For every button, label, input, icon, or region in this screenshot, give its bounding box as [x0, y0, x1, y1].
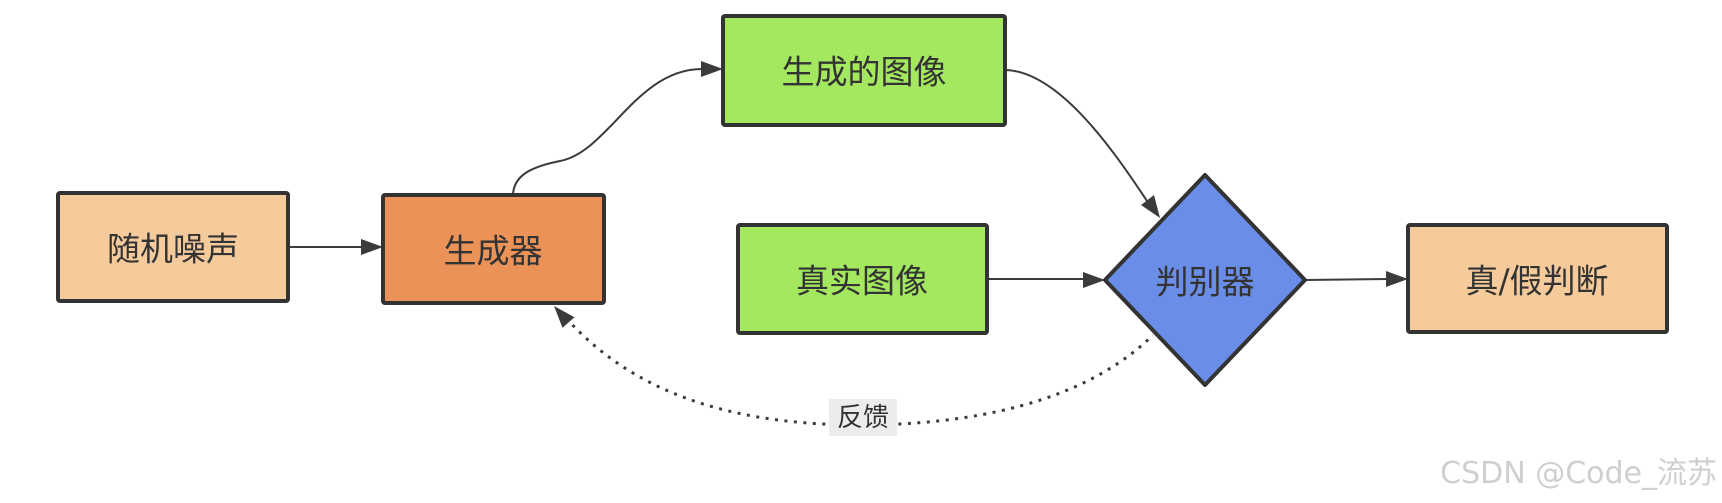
real-image-label: 真实图像	[796, 262, 928, 301]
edge-generated-image-to-discriminator	[1004, 69, 1148, 202]
noise-box	[56, 191, 290, 303]
edge-discriminator-to-judgment	[1304, 278, 1389, 281]
arrowhead-icon	[1386, 271, 1408, 287]
feedback-label-bg	[829, 399, 897, 436]
edge-generator-to-generated-image	[512, 68, 702, 197]
arrowhead-icon	[361, 239, 383, 255]
generator-label: 生成器	[444, 232, 543, 271]
generated-image-node: 生成的图像	[721, 14, 1007, 127]
discriminator-diamond	[1103, 173, 1307, 387]
judgment-box	[1406, 223, 1669, 334]
edge-feedback-dotted	[564, 316, 1155, 427]
arrowhead-icon	[554, 306, 575, 328]
csdn-watermark: CSDN @Code_流苏	[1440, 456, 1717, 491]
feedback-edge-label: 反馈	[829, 399, 897, 436]
generated-image-label: 生成的图像	[782, 53, 947, 92]
noise-label: 随机噪声	[107, 230, 239, 269]
noise-node: 随机噪声	[56, 191, 290, 303]
discriminator-node: 判别器	[1103, 173, 1307, 387]
generator-node: 生成器	[381, 193, 606, 305]
generator-box	[381, 193, 606, 305]
judgment-node: 真/假判断	[1406, 223, 1669, 334]
real-image-node: 真实图像	[736, 223, 989, 335]
generated-image-box	[721, 14, 1007, 127]
arrowhead-icon	[1141, 195, 1160, 218]
arrowhead-icon	[1083, 272, 1105, 288]
real-image-box	[736, 223, 989, 335]
arrowhead-icon	[701, 61, 723, 77]
discriminator-label: 判别器	[1156, 263, 1255, 302]
judgment-label: 真/假判断	[1465, 262, 1608, 301]
feedback-label: 反馈	[837, 403, 889, 433]
